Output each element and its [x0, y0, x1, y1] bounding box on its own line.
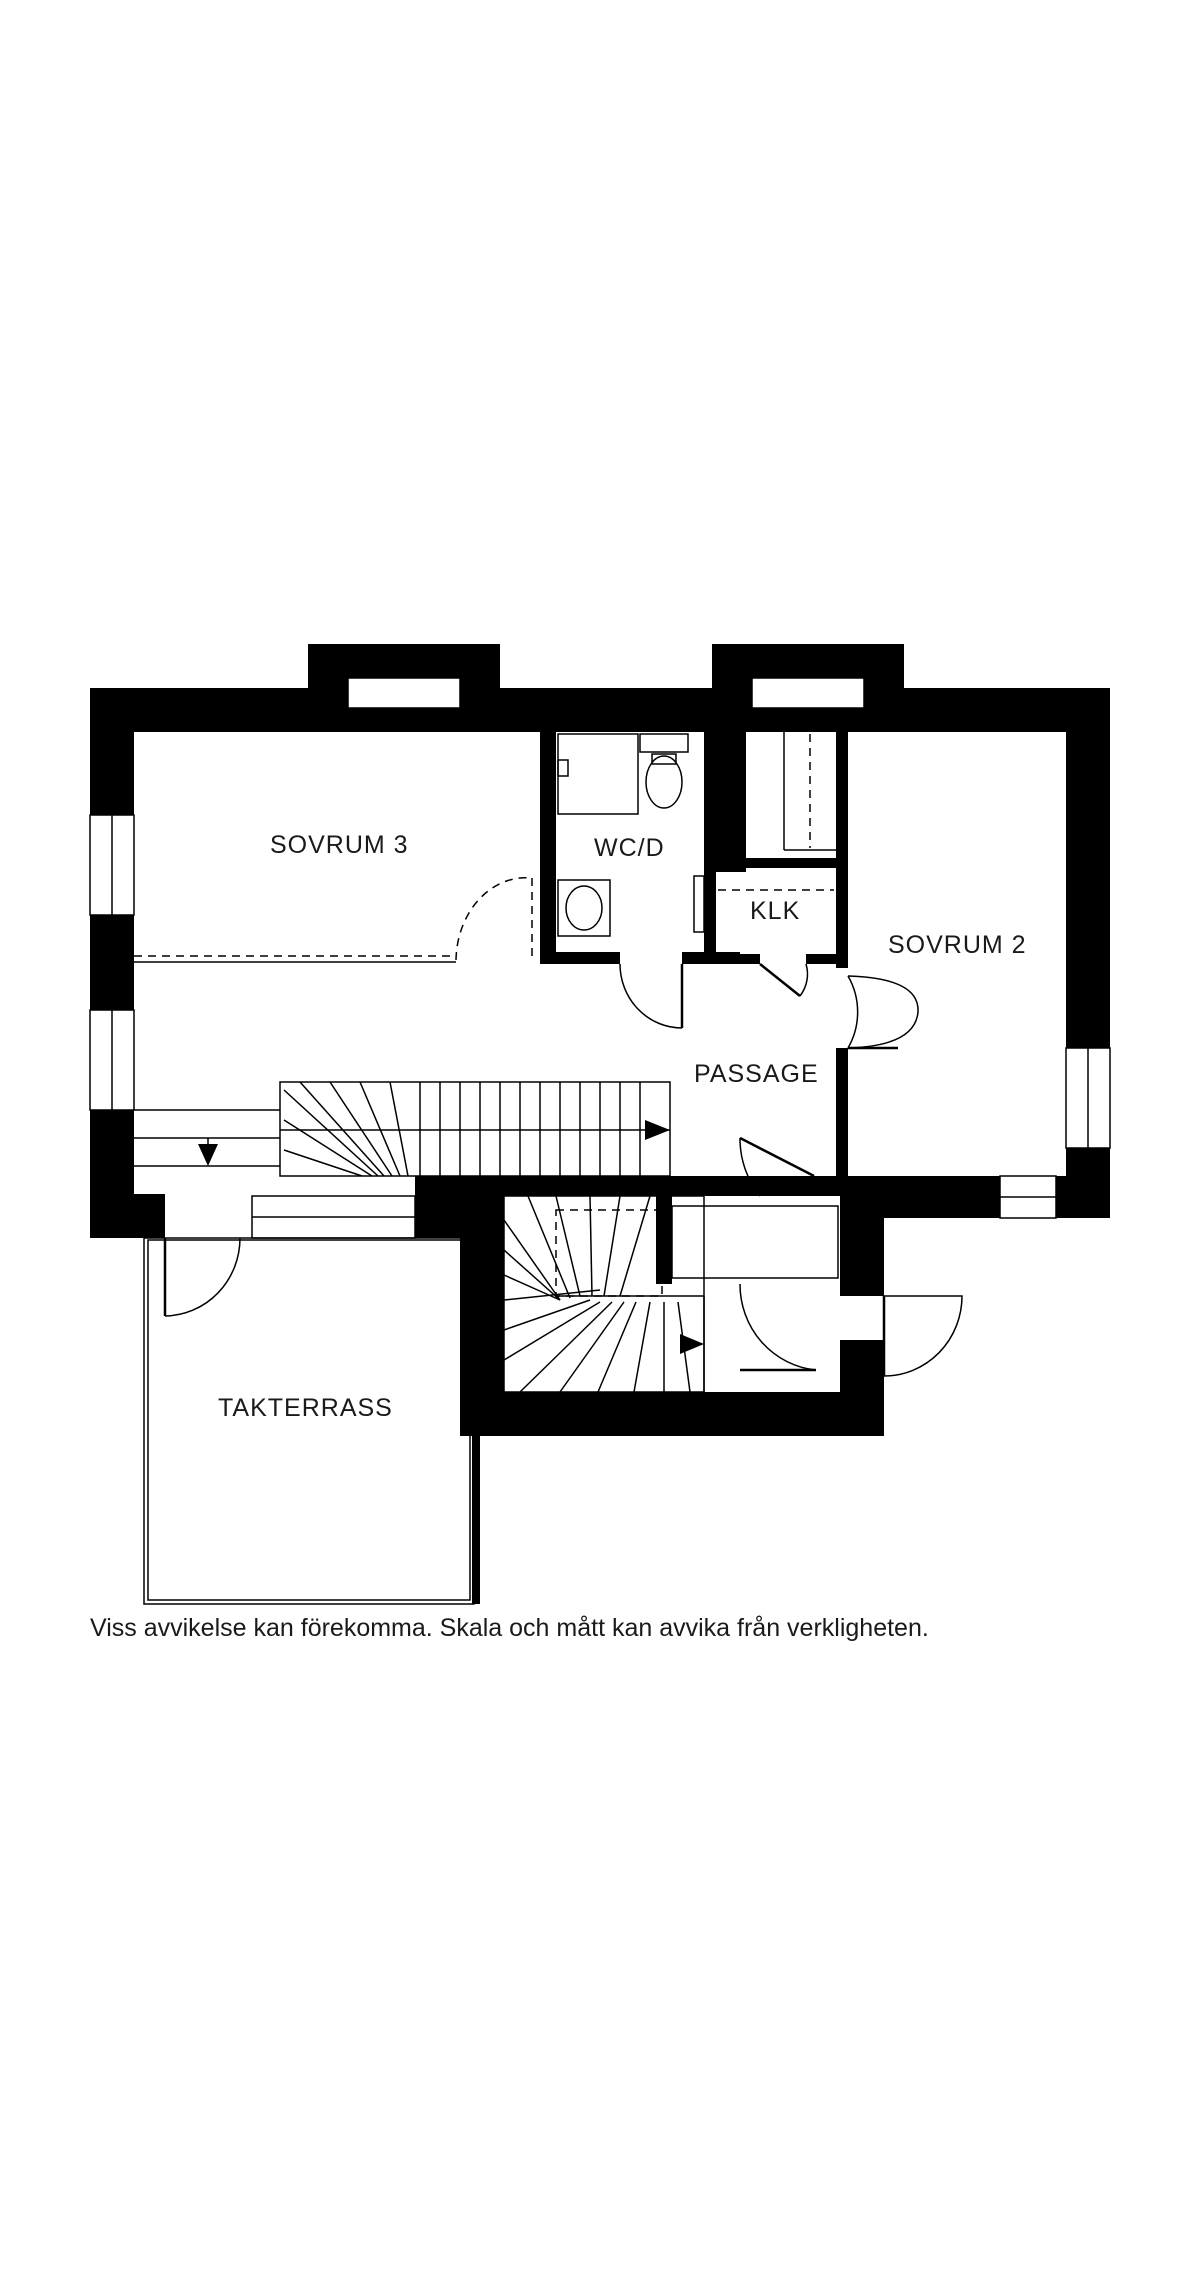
interior-walls	[540, 732, 848, 1284]
terrace	[143, 1237, 475, 1605]
closet-lines	[134, 732, 843, 963]
room-label-takterrass: TAKTERRASS	[218, 1394, 393, 1422]
doors	[163, 876, 963, 1377]
room-label-sovrum3: SOVRUM 3	[270, 831, 409, 859]
room-label-sovrum2: SOVRUM 2	[888, 931, 1027, 959]
windows	[89, 677, 1111, 1239]
lower-staircase	[503, 1195, 839, 1393]
bathroom-fixtures	[557, 733, 705, 937]
disclaimer-text: Viss avvikelse kan förekomma. Skala och …	[90, 1614, 929, 1642]
room-label-wcd: WC/D	[594, 834, 665, 862]
upper-staircase	[134, 1081, 671, 1177]
room-label-passage: PASSAGE	[694, 1060, 819, 1088]
room-label-klk: KLK	[750, 897, 800, 925]
